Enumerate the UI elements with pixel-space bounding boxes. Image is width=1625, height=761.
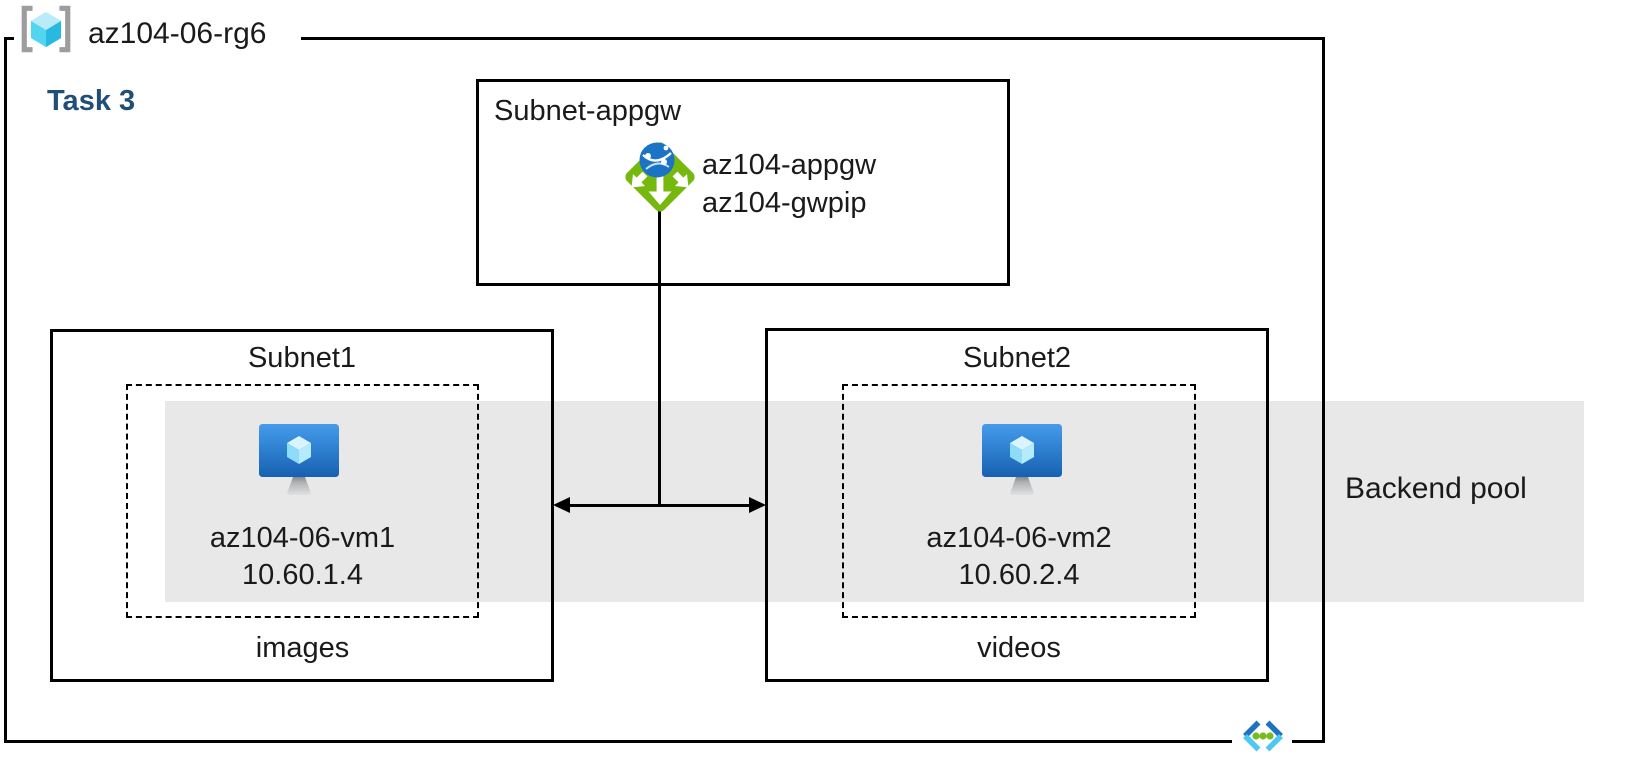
- appgw-subnet-box: [476, 79, 1010, 286]
- subnet2-box: [765, 328, 1269, 682]
- gateway-public-ip-label: az104-gwpip: [702, 187, 867, 219]
- virtual-machine-icon: [259, 424, 339, 495]
- bottom-border-gap: [1232, 737, 1292, 747]
- virtual-network-icon: [1243, 720, 1283, 752]
- application-gateway-icon: [625, 142, 695, 212]
- right-arrowhead-icon: [749, 497, 766, 513]
- backend-pool-band: [165, 401, 1584, 602]
- backend-pool-member1-box: [126, 384, 479, 618]
- vm1-name-label: az104-06-vm1: [209, 522, 396, 554]
- backend-pool-label: Backend pool: [1345, 472, 1527, 505]
- images-label: images: [255, 632, 350, 664]
- subnet2-label: Subnet2: [962, 342, 1072, 374]
- backend-pool-member2-box: [842, 384, 1196, 618]
- vm2-ip-label: 10.60.2.4: [958, 559, 1080, 591]
- resource-group-border-gap: [14, 31, 301, 46]
- resource-group-icon: [21, 5, 71, 53]
- task-label: Task 3: [47, 85, 136, 117]
- left-arrowhead-icon: [553, 497, 570, 513]
- subnet1-box: [50, 329, 554, 682]
- gateway-connector-line: [658, 208, 661, 507]
- resource-group-box: [4, 37, 1325, 743]
- virtual-machine-icon: [982, 424, 1062, 495]
- gateway-name-label: az104-appgw: [702, 149, 877, 181]
- vm1-ip-label: 10.60.1.4: [242, 559, 363, 591]
- appgw-subnet-label: Subnet-appgw: [494, 95, 682, 127]
- resource-group-label: az104-06-rg6: [88, 17, 267, 50]
- subnet-connector-line: [566, 504, 758, 507]
- subnet1-label: Subnet1: [247, 342, 357, 374]
- videos-label: videos: [977, 632, 1061, 664]
- vm2-name-label: az104-06-vm2: [926, 522, 1112, 554]
